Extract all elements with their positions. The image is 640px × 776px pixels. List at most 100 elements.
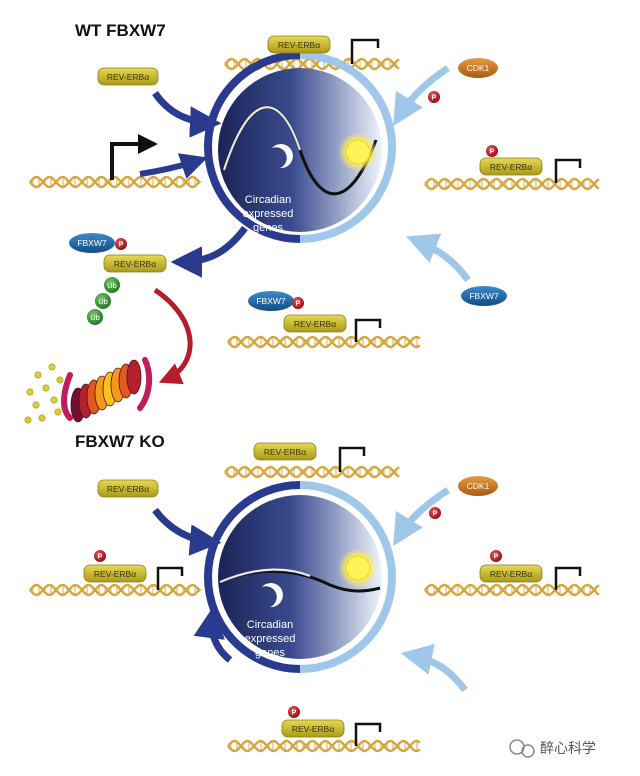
wt-rev-erb-top-label: REV-ERBα [278,40,320,50]
peptide-dot [24,416,32,424]
wt-cdk1-label: CDK1 [467,63,490,73]
wt-circle-text-line2: expressed [243,208,294,220]
wt-ring-light-half [299,51,396,243]
peptide-dot [50,396,58,404]
wt-arrow-cdk1-in [393,65,450,127]
ko-rev-erb-top-label: REV-ERBα [264,447,306,457]
wt-phospho-bottom-label: P [296,301,301,308]
wt-fbxw7-ub-label: FBXW7 [77,238,107,248]
ub-2 [95,293,111,309]
wt-rev-erb-bottom-label: REV-ERBα [294,319,336,329]
ko-repression-symbol-top [338,446,366,472]
wt-fbxw7-free: FBXW7 [461,286,507,306]
peptide-dot [38,414,46,422]
ko-phospho-bottom-label: P [292,710,297,717]
ko-moon-icon [262,583,283,608]
ko-rev-erb-left-label: REV-ERBα [94,569,136,579]
wt-fbxw7-complex-bottom: FBXW7 P REV-ERBα [248,291,347,333]
peptide-dot [48,363,56,371]
peptide-dot [26,388,34,396]
peptide-dot [54,408,62,416]
wt-repression-symbol-top [350,38,380,64]
ko-sun-icon [345,555,371,581]
wt-arrow-to-proteasome [153,287,193,385]
peptide-dot [42,384,50,392]
ko-phospho-right-label: P [494,554,499,561]
ub-3 [87,309,103,325]
wt-sun-icon [345,139,371,165]
ko-dna-right [424,583,600,597]
ko-dna-top [224,465,400,479]
ko-circle-text-line2: expressed [245,633,296,645]
wt-rev-erb-left-label: REV-ERBα [107,72,149,82]
ko-phospho-cdk1: P [429,507,441,519]
ko-arrow-left-loop [193,606,233,663]
wt-rev-erb-ub-label: REV-ERBα [114,259,156,269]
ub-1 [104,277,120,293]
wt-rev-erb-right-label: REV-ERBα [490,162,532,172]
wt-dna-left [29,175,201,189]
wt-phospho-cdk1: P [428,91,440,103]
watermark-text: 醉心科学 [540,741,596,757]
ko-dna-left [29,583,201,597]
ko-circle-text-line1: Circadian [247,619,293,631]
ko-arrow-bottom-right-in [400,643,468,693]
wt-panel-title: WT FBXW7 [75,21,166,40]
peptide-dot [32,401,40,409]
wt-moon-icon [272,144,293,169]
wt-cdk1: CDK1 [458,58,498,78]
ko-ring-dark-half [204,481,301,673]
wt-repression-symbol-right [554,158,582,183]
wt-fbxw7-bottom-label: FBXW7 [256,296,286,306]
ko-cdk1: CDK1 [458,476,498,496]
ko-rev-erb-bottom-label: REV-ERBα [292,724,334,734]
wt-ubiquitinated-complex: FBXW7 P REV-ERBα Ub Ub Ub [69,233,167,325]
wt-rev-erb-top: REV-ERBα [267,35,331,54]
peptide-dot [34,371,42,379]
wt-ring-dark-half [204,51,301,243]
wt-arrow-activation-in [139,153,208,179]
wt-circle-text-line3: genes [253,222,283,234]
ko-arrow-rev-in [152,507,222,556]
wt-rev-erb-left: REV-ERBα [97,67,159,86]
wt-phospho-cdk1-label: P [432,95,437,102]
peptide-dot [56,376,64,384]
ko-repression-symbol-right [554,566,582,590]
ko-repression-symbol-left [156,566,184,590]
wt-promoter-arrow-icon [110,134,158,180]
ko-rev-erb-left-free-label: REV-ERBα [107,484,149,494]
ub-1-label: Ub [107,281,117,290]
ko-cdk1-label: CDK1 [467,481,490,491]
degraded-peptides [24,363,64,424]
ko-rev-erb-left: REV-ERBα P [83,550,147,583]
wt-cycle: Circadian expressed genes [204,51,396,243]
watermark: 醉心科学 [509,739,596,758]
proteasome-ring [126,359,142,395]
ko-ring-light-half [299,481,396,673]
wt-repression-symbol-bottom [354,318,382,342]
ko-rev-erb-left-free: REV-ERBα [97,479,159,498]
wt-rev-erb-right: REV-ERBα P [479,145,543,176]
wt-phospho-right-label: P [490,149,495,156]
ko-rev-erb-bottom: REV-ERBα P [281,706,345,738]
ko-phospho-cdk1-label: P [433,511,438,518]
proteasome-icon [61,357,153,423]
ub-3-label: Ub [90,313,100,322]
ko-circadian-circle [218,495,382,659]
ko-phospho-left-label: P [98,554,103,561]
ko-panel-title: FBXW7 KO [75,432,165,451]
ko-dna-bottom [227,739,421,753]
wt-arrow-degradation-out [170,225,248,278]
ko-circle-text-line3: genes [255,647,285,659]
wt-circle-text-line1: Circadian [245,194,291,206]
ko-arrow-cdk1-in [393,487,450,547]
wt-fbxw7-free-label: FBXW7 [469,291,499,301]
wt-arrow-fbxw7-in [406,233,471,283]
ko-rev-erb-top: REV-ERBα [253,442,317,461]
wt-dna-bottom [227,335,421,349]
wt-arrow-rev-in [152,90,222,138]
ko-repression-symbol-bottom [354,722,382,746]
ko-rev-erb-right-label: REV-ERBα [490,569,532,579]
ub-2-label: Ub [98,297,108,306]
